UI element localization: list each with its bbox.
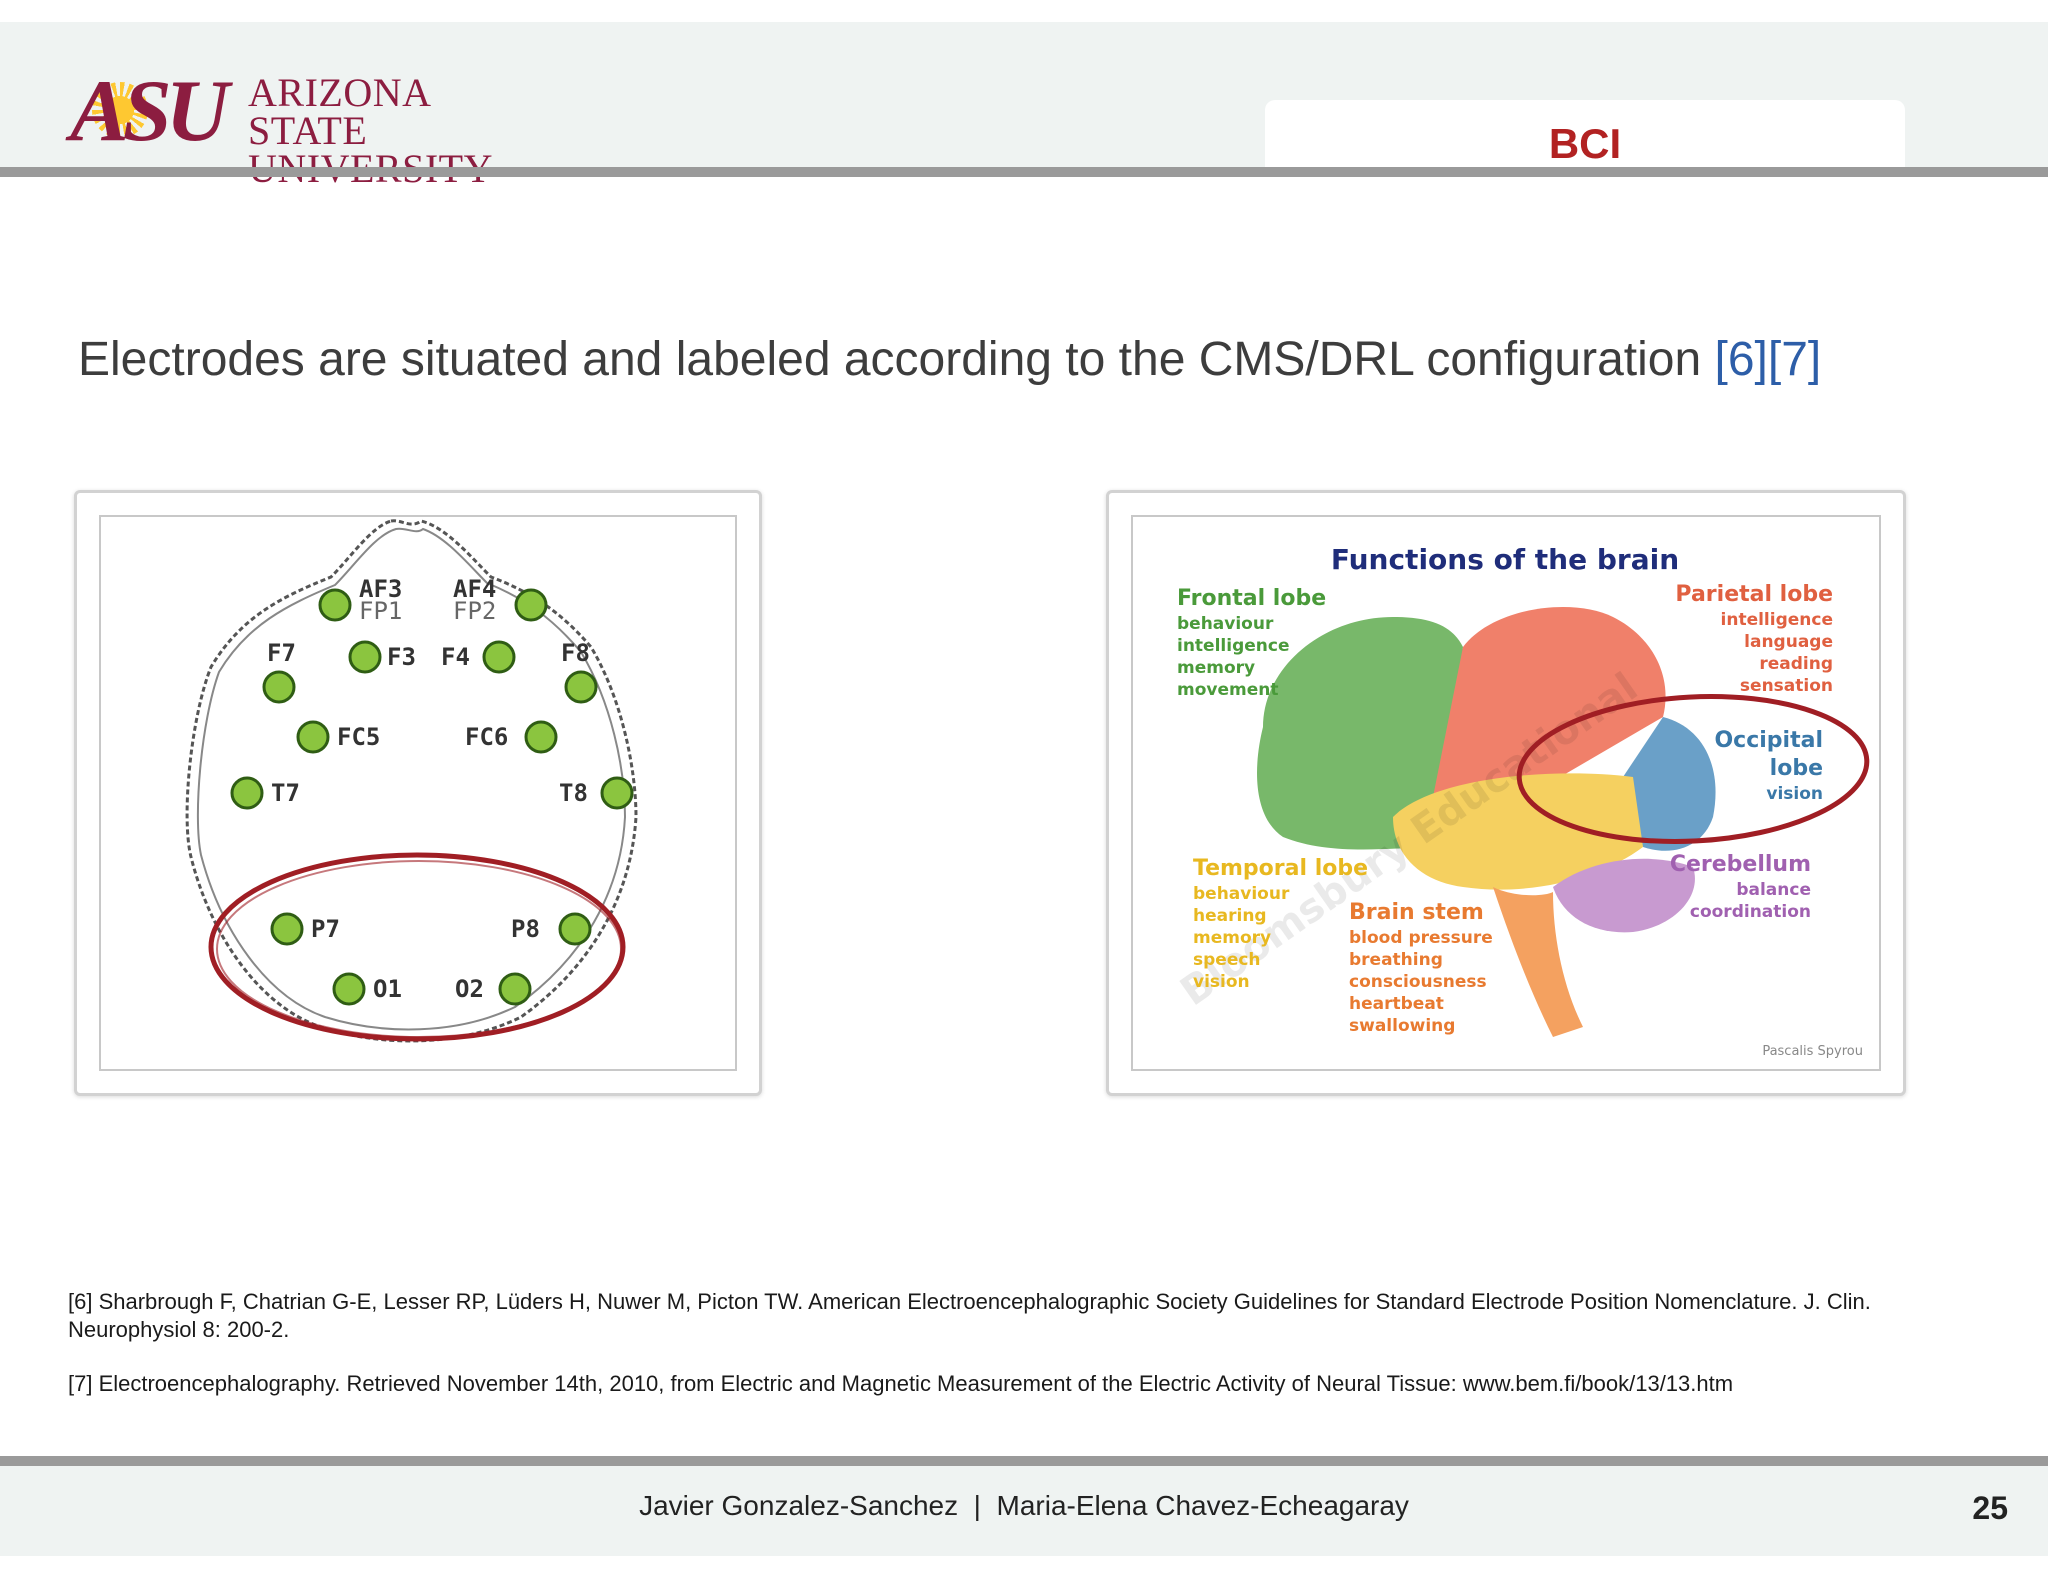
occipital-item-1: vision [1766, 784, 1823, 804]
reference-7: [7] Electroencephalography. Retrieved No… [68, 1371, 1734, 1396]
label-af3: AF3 [359, 575, 402, 603]
label-fp2: FP2 [453, 597, 496, 625]
temporal-lobe-shape [1393, 773, 1643, 890]
label-f3: F3 [387, 643, 416, 671]
occipital-electrode-highlight [208, 852, 626, 1042]
slide-title: Electrodes are situated and labeled acco… [78, 332, 1958, 387]
frontal-item-1: behaviour [1177, 614, 1274, 634]
page-number: 25 [1972, 1490, 2008, 1526]
label-fc6: FC6 [465, 723, 508, 751]
electrode-fc5 [296, 720, 330, 754]
electrode-t8 [600, 776, 634, 810]
electrode-o1 [332, 972, 366, 1006]
slide-footer: Javier Gonzalez-Sanchez | Maria-Elena Ch… [0, 1466, 2048, 1556]
brainstem-name: Brain stem [1349, 900, 1484, 925]
electrode-af4 [514, 588, 548, 622]
logo-mark: ASU [70, 63, 229, 160]
brain-functions-frame: Functions of the brain Bloomsbury Educat… [1131, 515, 1881, 1071]
brainstem-item-3: consciousness [1349, 972, 1487, 992]
parietal-item-4: sensation [1740, 676, 1833, 696]
temporal-item-1: behaviour [1193, 884, 1290, 904]
label-o2: O2 [455, 975, 484, 1003]
label-f4: F4 [441, 643, 470, 671]
slide-title-refs: [6][7] [1714, 333, 1822, 386]
bottom-margin [0, 1556, 2048, 1582]
electrode-layout-figure: AF3 FP1 AF4 FP2 F7 F3 F4 F8 FC5 FC6 T7 T… [74, 490, 762, 1096]
label-fp1: FP1 [359, 597, 402, 625]
label-f7: F7 [267, 639, 296, 667]
logo-line-1: ARIZONA STATE [248, 70, 430, 153]
occipital-lobe-name-1: Occipital [1714, 728, 1823, 753]
frontal-lobe-name: Frontal lobe [1177, 586, 1326, 611]
parietal-item-3: reading [1759, 654, 1833, 674]
references: [6] Sharbrough F, Chatrian G-E, Lesser R… [68, 1288, 1968, 1424]
temporal-item-4: speech [1193, 950, 1261, 970]
cerebellum-item-2: coordination [1690, 902, 1811, 922]
brainstem-item-4: heartbeat [1349, 994, 1444, 1014]
figure-credit: Pascalis Spyrou [1762, 1044, 1863, 1059]
brainstem-item-2: breathing [1349, 950, 1443, 970]
asu-logo: ASU ARIZONA STATE UNIVERSITY [70, 63, 550, 189]
label-af4: AF4 [453, 575, 496, 603]
brain-functions-diagram: Functions of the brain Bloomsbury Educat… [1172, 543, 1870, 1059]
parietal-lobe-name: Parietal lobe [1675, 582, 1833, 607]
electrode-af3 [318, 588, 352, 622]
frontal-item-3: memory [1177, 658, 1255, 678]
occipital-lobe-shape [1623, 717, 1716, 851]
slide-header: ASU ARIZONA STATE UNIVERSITY BCI [0, 22, 2048, 200]
label-f8: F8 [561, 639, 590, 667]
frontal-lobe-shape [1257, 617, 1463, 850]
label-o1: O1 [373, 975, 402, 1003]
electrode-p7 [270, 912, 304, 946]
frontal-item-2: intelligence [1177, 636, 1289, 656]
sun-icon [92, 82, 148, 138]
brain-figure-title: Functions of the brain [1331, 543, 1679, 576]
electrode-fc6 [524, 720, 558, 754]
cerebellum-shape [1553, 858, 1695, 933]
section-tab-label: BCI [1548, 120, 1622, 167]
electrode-p8 [558, 912, 592, 946]
electrode-f3 [348, 640, 382, 674]
section-tab: BCI [1265, 100, 1905, 200]
electrode-f7 [262, 670, 296, 704]
brainstem-shape [1493, 887, 1583, 1037]
label-p8: P8 [511, 915, 540, 943]
brainstem-item-5: swallowing [1349, 1016, 1455, 1036]
cerebellum-name: Cerebellum [1670, 852, 1811, 877]
parietal-item-1: intelligence [1721, 610, 1833, 630]
brain-functions-figure: Functions of the brain Bloomsbury Educat… [1106, 490, 1906, 1096]
electrode-f8 [564, 670, 598, 704]
label-t8: T8 [559, 779, 588, 807]
logo-wordmark: ARIZONA STATE UNIVERSITY [248, 70, 548, 189]
header-divider [0, 167, 2048, 177]
footer-authors: Javier Gonzalez-Sanchez | Maria-Elena Ch… [639, 1490, 1409, 1521]
cerebellum-item-1: balance [1736, 880, 1811, 900]
parietal-lobe-shape [1433, 607, 1666, 797]
frontal-item-4: movement [1177, 680, 1278, 700]
temporal-item-5: vision [1193, 972, 1250, 992]
electrode-o2 [498, 972, 532, 1006]
footer-divider [0, 1456, 2048, 1466]
electrode-dots [230, 588, 634, 1006]
temporal-item-2: hearing [1193, 906, 1267, 926]
occipital-lobe-highlight [1516, 694, 1870, 844]
temporal-lobe-name: Temporal lobe [1193, 856, 1368, 881]
top-margin [0, 0, 2048, 22]
occipital-lobe-name-2: lobe [1770, 756, 1823, 781]
head-outline-inner [196, 527, 627, 1031]
slide-title-text: Electrodes are situated and labeled acco… [78, 333, 1702, 386]
electrode-t7 [230, 776, 264, 810]
reference-6: [6] Sharbrough F, Chatrian G-E, Lesser R… [68, 1289, 1871, 1342]
label-p7: P7 [311, 915, 340, 943]
electrode-layout-diagram: AF3 FP1 AF4 FP2 F7 F3 F4 F8 FC5 FC6 T7 T… [185, 519, 638, 1043]
electrode-f4 [482, 640, 516, 674]
temporal-item-3: memory [1193, 928, 1271, 948]
electrode-layout-frame: AF3 FP1 AF4 FP2 F7 F3 F4 F8 FC5 FC6 T7 T… [99, 515, 737, 1071]
brainstem-item-1: blood pressure [1349, 928, 1493, 948]
label-t7: T7 [271, 779, 300, 807]
label-fc5: FC5 [337, 723, 380, 751]
head-outline [185, 519, 638, 1043]
parietal-item-2: language [1744, 632, 1833, 652]
